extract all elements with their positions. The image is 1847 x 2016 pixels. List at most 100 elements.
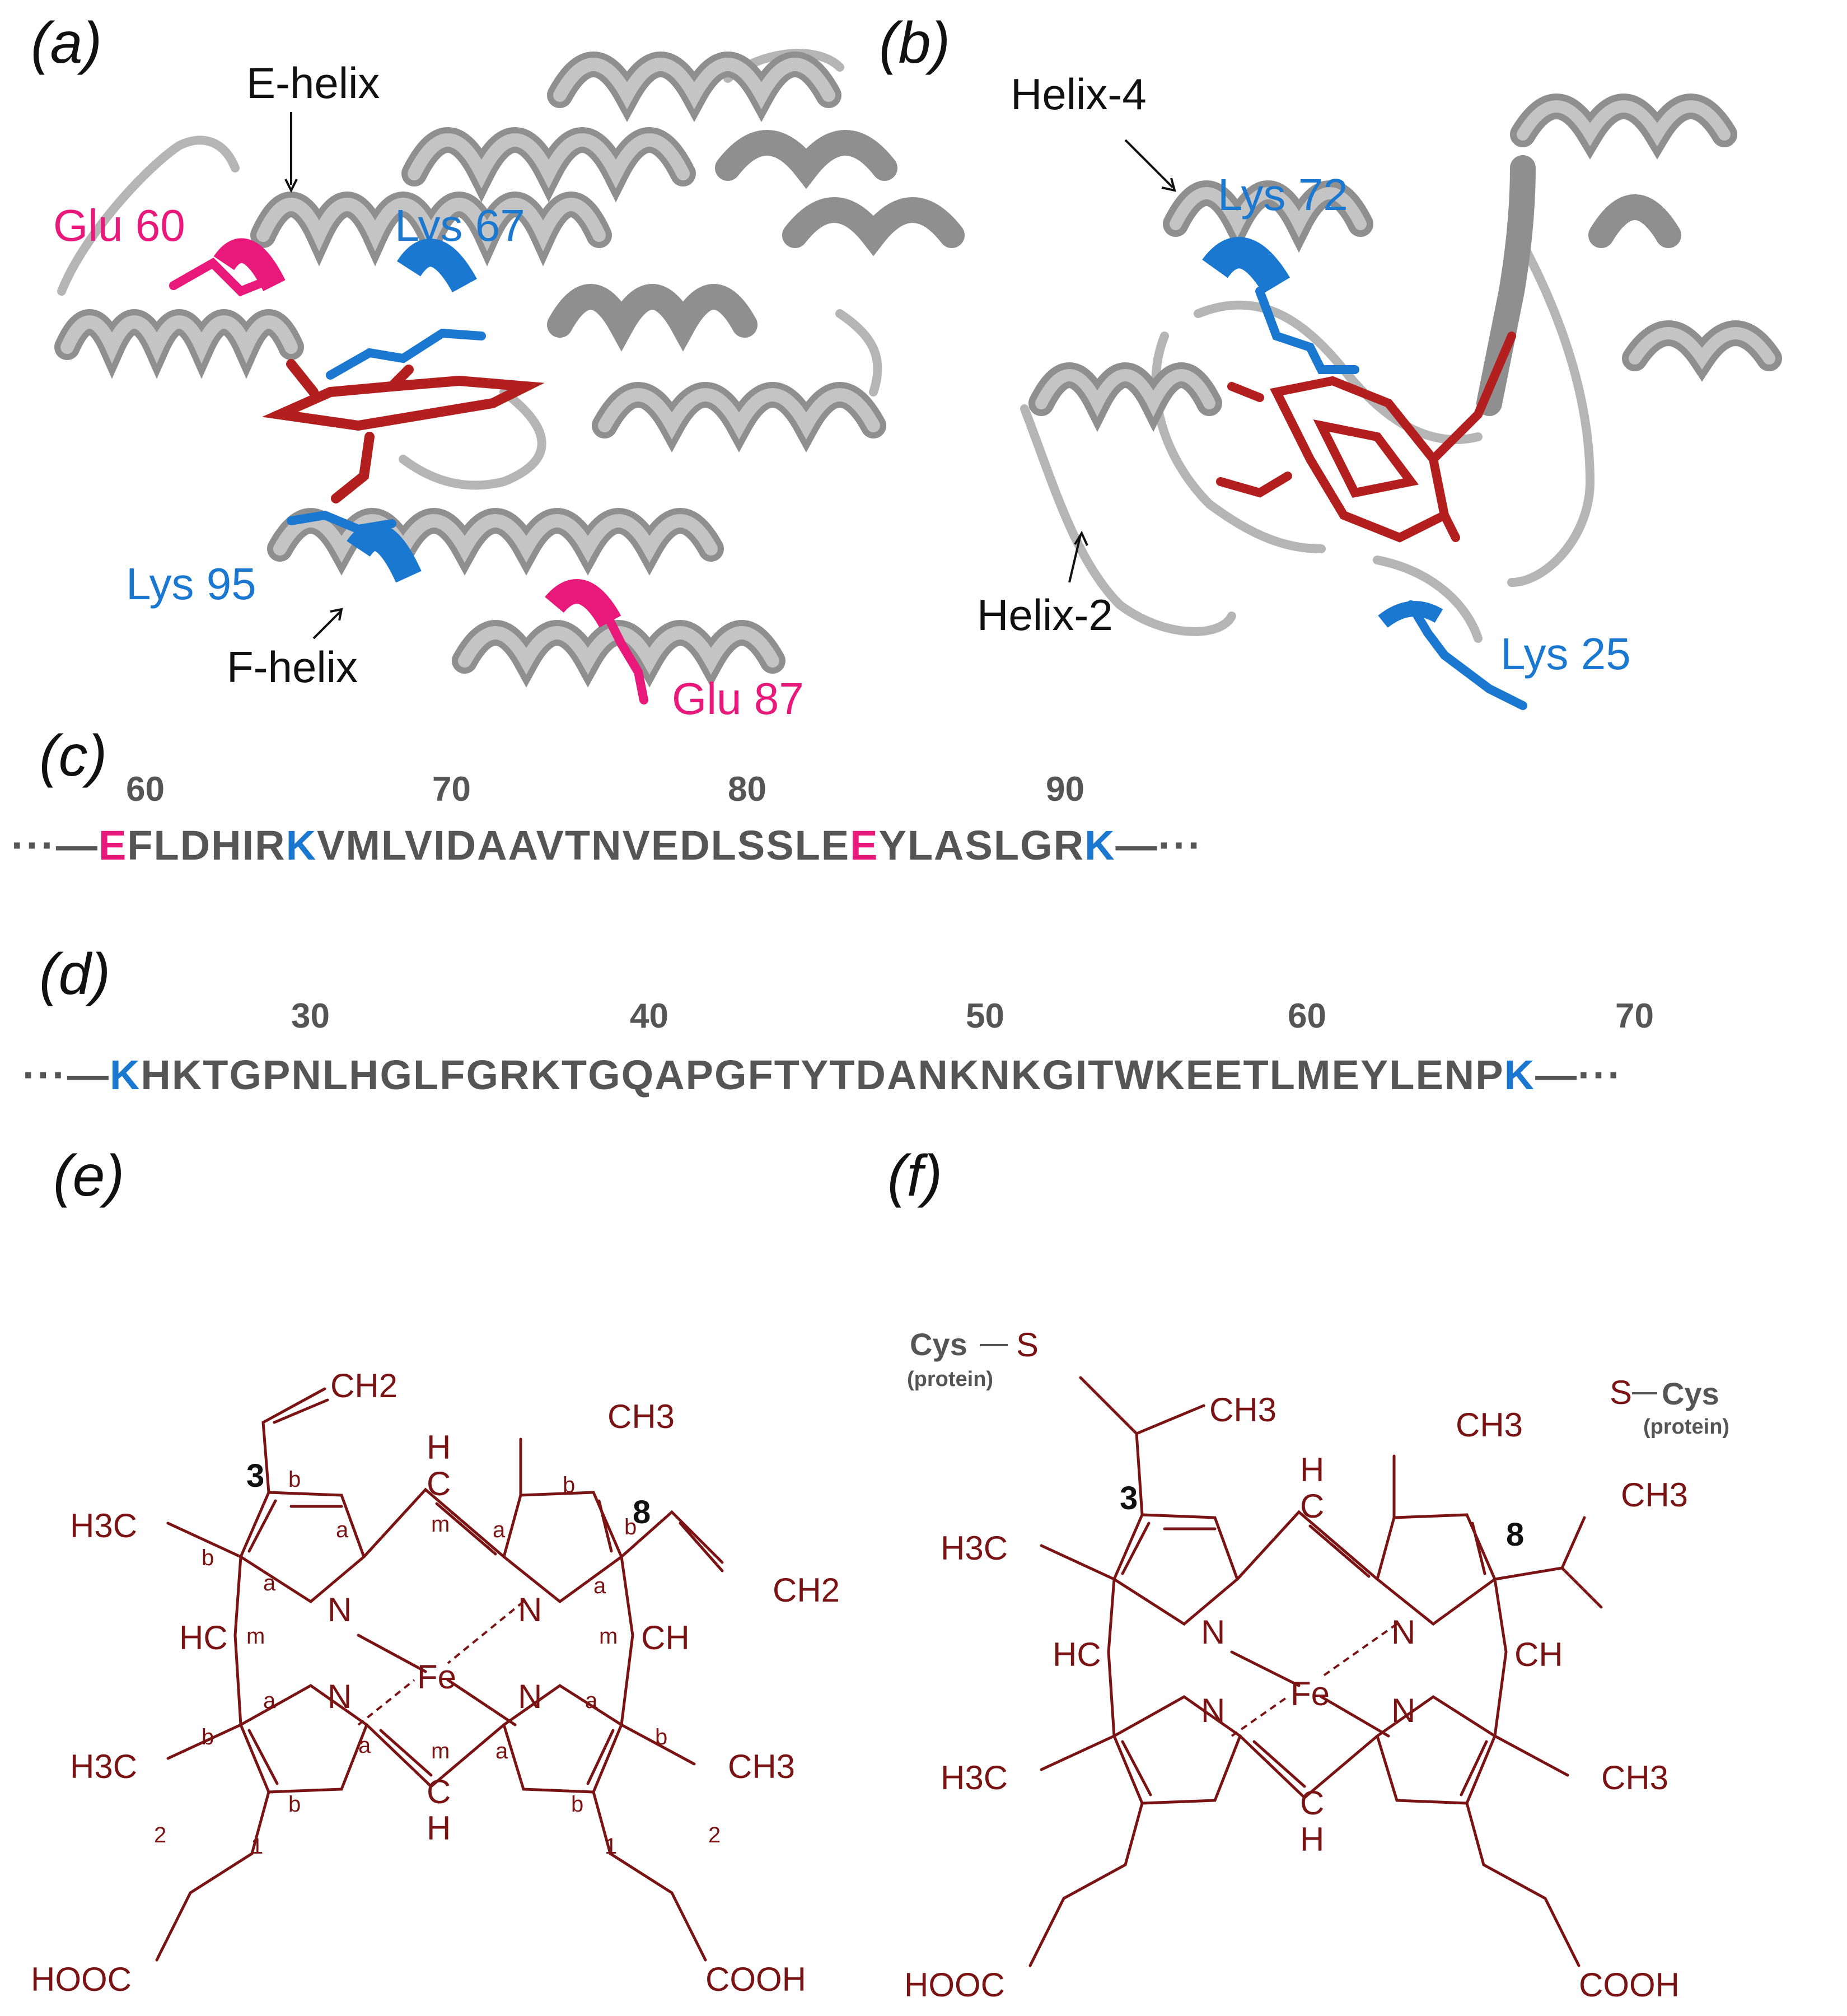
e-left-methyl-bottom: H3C bbox=[70, 1748, 137, 1785]
f-thioether-methyl-right: CH3 bbox=[1621, 1476, 1688, 1514]
seq-d-number-50: 50 bbox=[966, 997, 1004, 1035]
e-meso-left: HC bbox=[179, 1619, 228, 1656]
e-left-methyl-top: H3C bbox=[70, 1507, 137, 1544]
seq-c-left-cap: ···— bbox=[11, 822, 99, 869]
lys95-stick bbox=[287, 510, 396, 534]
e-label-2-left: 2 bbox=[154, 1823, 166, 1847]
glu60-stick bbox=[169, 258, 273, 297]
seq-c-number-80: 80 bbox=[728, 770, 766, 809]
helix4-arrow bbox=[1124, 139, 1174, 189]
seq-d-number-40: 40 bbox=[630, 997, 668, 1035]
helix2-label: Helix-2 bbox=[977, 590, 1113, 640]
e-nitrogen-2: N bbox=[518, 1591, 542, 1628]
f-protein-left: (protein) bbox=[907, 1368, 993, 1391]
seq-c-right-cap: —··· bbox=[1116, 822, 1203, 869]
f-meso-bottom-h: H bbox=[1300, 1821, 1324, 1858]
f-meso-top-c: C bbox=[1300, 1487, 1324, 1525]
e-iron: Fe bbox=[417, 1658, 456, 1696]
glu60-ribbon bbox=[213, 238, 286, 292]
f-sulfur-right: S bbox=[1610, 1374, 1632, 1411]
panel-a-structure bbox=[54, 49, 965, 704]
e-label-a5: a bbox=[263, 1688, 276, 1713]
e-label-2-right: 2 bbox=[708, 1823, 721, 1847]
f-position-3: 3 bbox=[1120, 1480, 1138, 1516]
panel-label-e: (e) bbox=[53, 1144, 124, 1208]
e-label-m-top: m bbox=[431, 1512, 450, 1537]
seq-d-number-70: 70 bbox=[1615, 997, 1654, 1035]
e-top-methyl: CH3 bbox=[607, 1398, 675, 1435]
e-label-b2: b bbox=[202, 1546, 214, 1570]
f-thioether-methyl-left: CH3 bbox=[1209, 1391, 1276, 1429]
lys67-stick bbox=[326, 328, 486, 380]
e-label-b6: b bbox=[288, 1792, 301, 1817]
e-nitrogen-3: N bbox=[328, 1678, 352, 1715]
helix2-arrowhead bbox=[1074, 530, 1088, 546]
panel-label-c: (c) bbox=[39, 724, 107, 788]
lys72-stick bbox=[1255, 287, 1359, 374]
lys25-stick bbox=[1406, 600, 1527, 710]
e-nitrogen-1: N bbox=[328, 1591, 352, 1628]
f-meso-right: CH bbox=[1514, 1636, 1563, 1673]
e-meso-bottom-c: C bbox=[427, 1773, 451, 1810]
seq-d-number-30: 30 bbox=[291, 997, 330, 1035]
seq-c-lys67: K bbox=[286, 822, 317, 869]
helix4-arrowhead bbox=[1161, 178, 1176, 192]
e-label-a1: a bbox=[336, 1518, 349, 1542]
e-label-b1: b bbox=[288, 1467, 301, 1492]
e-meso-top-h: H bbox=[427, 1429, 451, 1466]
seq-c-number-60: 60 bbox=[126, 770, 165, 809]
e-label-m-bottom: m bbox=[431, 1739, 450, 1763]
e-helix-label: E-helix bbox=[246, 58, 380, 108]
seq-c-line: ···—EFLDHIRKVMLVIDAAVTNVEDLSSLEEYLASLGRK… bbox=[11, 822, 1203, 869]
seq-c-number-70: 70 bbox=[432, 770, 471, 809]
f-acid-left: HOOC bbox=[904, 1966, 1005, 2004]
seq-d-segment-1: HKTGPNLHGLFGRKTGQAPGFTYTDANKNKGITWKEETLM… bbox=[141, 1052, 1504, 1098]
seq-d-lys25: K bbox=[110, 1052, 141, 1098]
e-label-a8: a bbox=[585, 1688, 598, 1713]
lys25-label: Lys 25 bbox=[1500, 629, 1631, 679]
f-acid-right: COOH bbox=[1579, 1966, 1680, 2004]
heme-a bbox=[261, 359, 545, 503]
seq-d-line: ···—KHKTGPNLHGLFGRKTGQAPGFTYTDANKNKGITWK… bbox=[22, 1052, 1622, 1098]
protein-ribbon-b bbox=[1020, 94, 1782, 643]
e-label-a7: a bbox=[495, 1739, 508, 1763]
e-label-1-left: 1 bbox=[251, 1834, 263, 1859]
e-label-a6: a bbox=[358, 1733, 371, 1758]
e-label-a3: a bbox=[493, 1518, 506, 1542]
e-nitrogen-4: N bbox=[518, 1678, 542, 1715]
lys67-label: Lys 67 bbox=[395, 200, 525, 250]
e-meso-bottom-h: H bbox=[427, 1809, 451, 1847]
f-nitrogen-1: N bbox=[1201, 1613, 1225, 1651]
seq-c-segment-5: YLASLGR bbox=[879, 822, 1085, 869]
glu87-label: Glu 87 bbox=[672, 674, 804, 724]
seq-c-glu87: E bbox=[850, 822, 878, 869]
e-label-m-right: m bbox=[599, 1624, 618, 1649]
f-cys-right: Cys bbox=[1662, 1376, 1719, 1411]
seq-c-segment-1: FLDHIR bbox=[127, 822, 286, 869]
e-label-b5: b bbox=[202, 1725, 214, 1749]
lys72-ribbon bbox=[1202, 237, 1290, 294]
heme-b bbox=[1216, 332, 1516, 543]
e-meso-right: CH bbox=[641, 1619, 690, 1656]
panel-label-d: (d) bbox=[39, 942, 110, 1007]
helix4-label: Helix-4 bbox=[1011, 69, 1147, 119]
f-helix-arrowhead bbox=[330, 608, 343, 621]
f-sulfur-left: S bbox=[1016, 1326, 1039, 1364]
e-acid-right: COOH bbox=[705, 1961, 806, 1998]
f-protein-right: (protein) bbox=[1643, 1415, 1729, 1439]
e-helix-arrowhead bbox=[284, 179, 298, 193]
e-meso-top-c: C bbox=[427, 1465, 451, 1502]
e-label-a4: a bbox=[593, 1574, 606, 1598]
heme-b-structure bbox=[155, 1387, 724, 1962]
f-position-8: 8 bbox=[1506, 1516, 1524, 1553]
f-meso-top-h: H bbox=[1300, 1451, 1324, 1488]
lys72-label: Lys 72 bbox=[1218, 170, 1348, 220]
e-acid-left: HOOC bbox=[31, 1961, 132, 1998]
f-nitrogen-3: N bbox=[1201, 1692, 1225, 1729]
panel-label-a: (a) bbox=[31, 11, 102, 76]
panel-b-structure bbox=[1020, 94, 1782, 710]
e-label-b8: b bbox=[571, 1792, 583, 1817]
panel-label-f: (f) bbox=[887, 1144, 942, 1208]
f-helix-arrow bbox=[312, 609, 343, 640]
